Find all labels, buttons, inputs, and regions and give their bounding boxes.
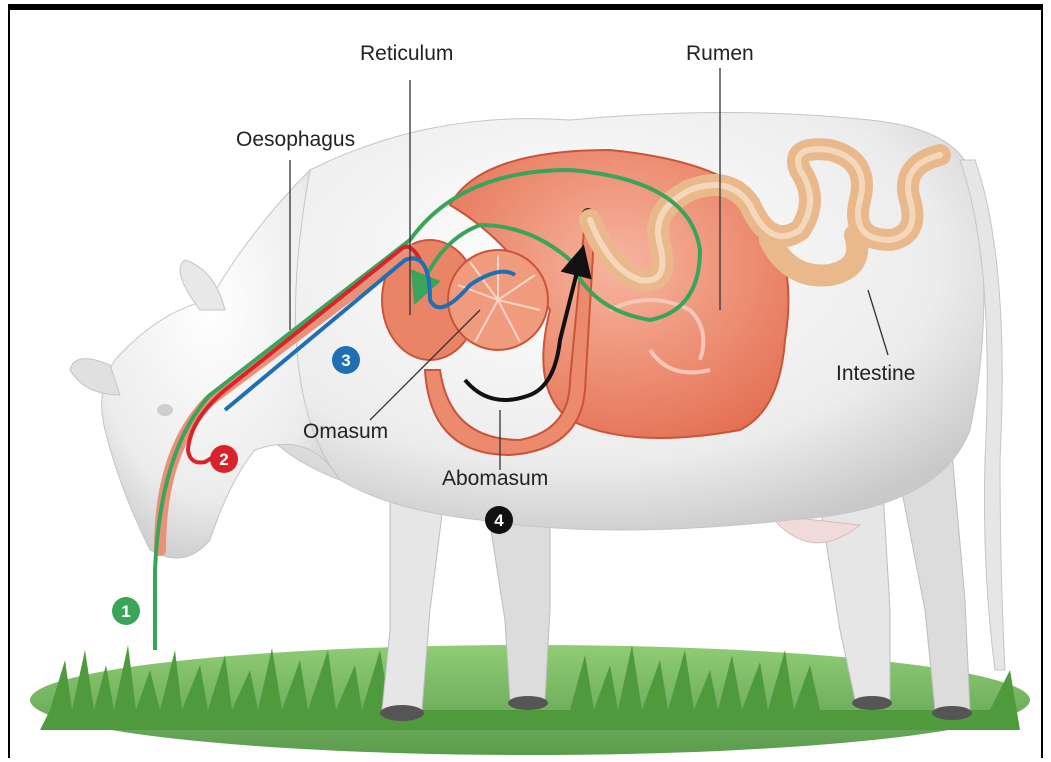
step-badge-4: 4 (485, 506, 513, 534)
label-abomasum: Abomasum (442, 467, 548, 490)
svg-text:3: 3 (341, 351, 350, 370)
step-badge-2: 2 (210, 445, 238, 473)
label-omasum: Omasum (303, 420, 388, 443)
svg-text:2: 2 (219, 450, 228, 469)
step-badge-3: 3 (332, 346, 360, 374)
svg-text:4: 4 (494, 511, 504, 530)
cow-digestion-diagram: Reticulum Rumen Oesophagus Omasum Abomas… (10, 10, 1043, 758)
step-badge-1: 1 (112, 597, 140, 625)
label-reticulum: Reticulum (360, 42, 453, 65)
label-rumen: Rumen (686, 42, 754, 65)
label-intestine: Intestine (836, 362, 915, 385)
svg-text:1: 1 (121, 602, 130, 621)
diagram-frame: Reticulum Rumen Oesophagus Omasum Abomas… (8, 4, 1043, 758)
label-oesophagus: Oesophagus (236, 128, 355, 151)
